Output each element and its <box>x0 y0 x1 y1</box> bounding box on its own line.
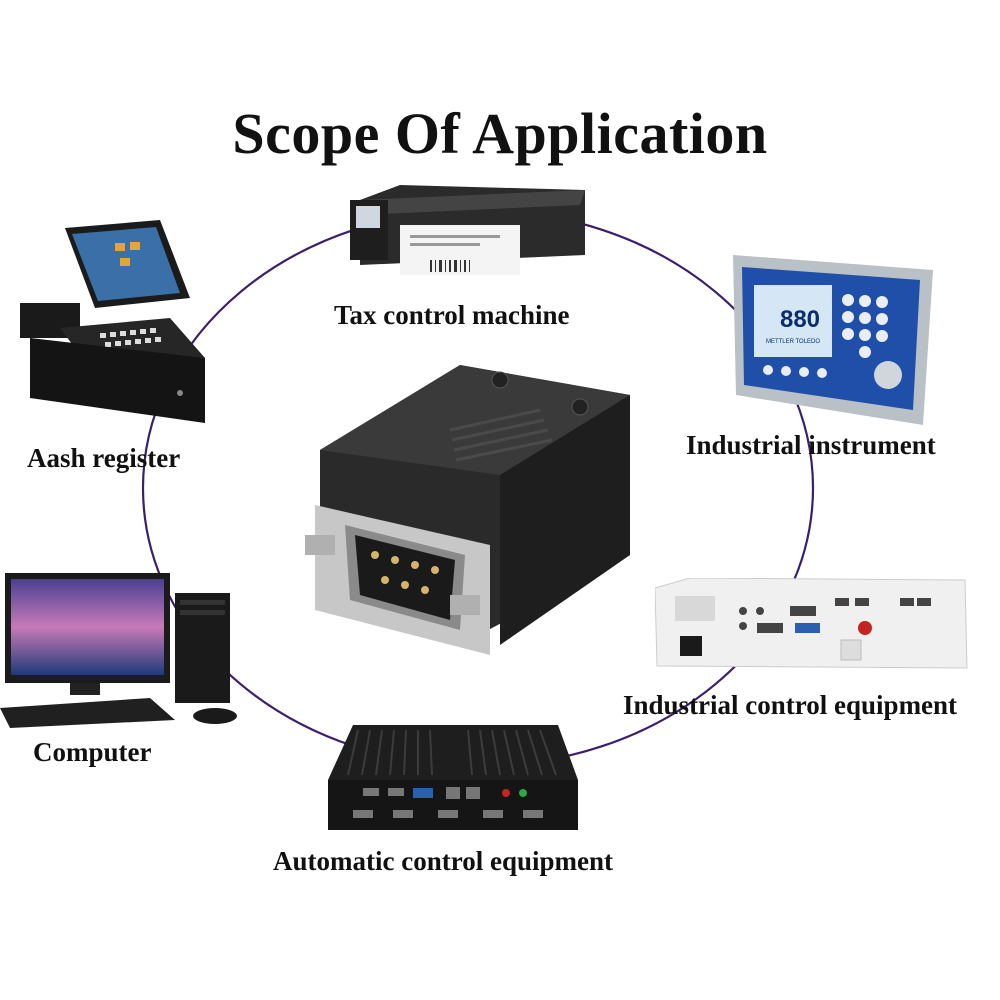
label-automatic-control-equipment: Automatic control equipment <box>273 846 613 876</box>
page-title: Scope Of Application <box>232 101 768 166</box>
label-cash-register: Aash register <box>27 443 181 473</box>
computer-image <box>0 573 237 728</box>
cash-register-image <box>20 220 205 423</box>
instrument-brand: METTLER TOLEDO <box>766 339 820 345</box>
label-industrial-instrument: Industrial instrument <box>686 430 936 460</box>
industrial-control-equipment-image <box>655 578 968 669</box>
db9-connector-image <box>305 365 630 655</box>
label-tax-control-machine: Tax control machine <box>334 300 570 330</box>
instrument-reading: 880 <box>780 306 820 333</box>
tax-control-machine-image <box>350 185 585 275</box>
industrial-instrument-image: 880 METTLER TOLEDO <box>733 255 933 425</box>
label-computer: Computer <box>33 737 152 767</box>
automatic-control-equipment-image <box>328 725 578 830</box>
label-industrial-control-equipment: Industrial control equipment <box>623 690 958 720</box>
